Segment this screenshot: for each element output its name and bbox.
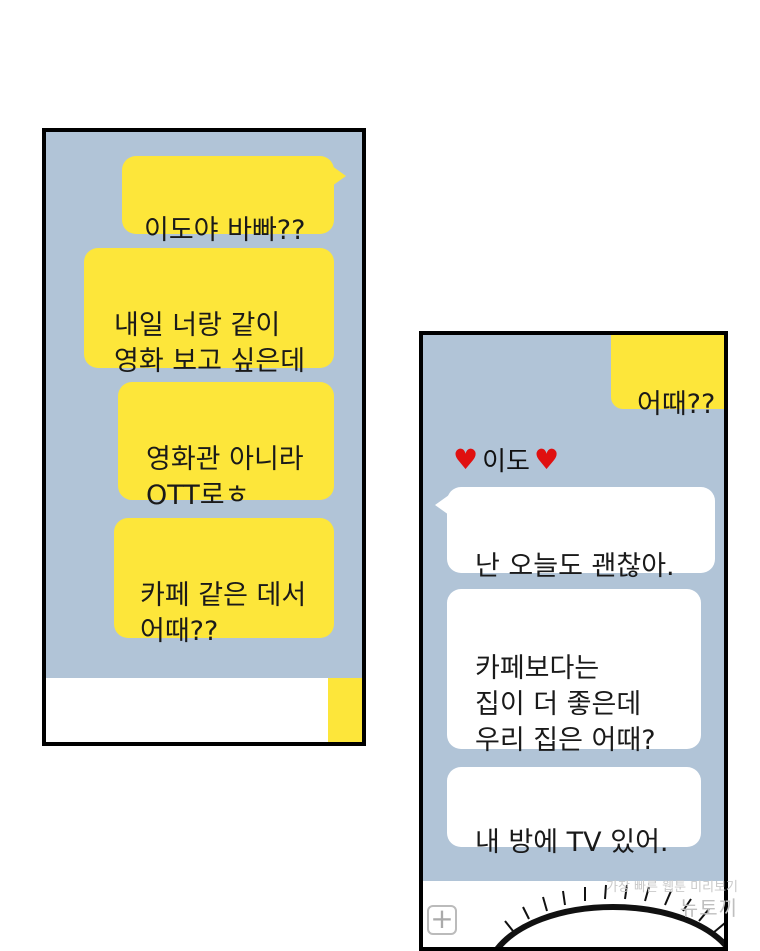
their-message-bubble: 내 방에 TV 있어. bbox=[447, 767, 701, 858]
message-text: 이도야 바빠?? bbox=[144, 215, 306, 246]
chat-panel-left: 이도야 바빠?? 내일 너랑 같이 영화 보고 싶은데 영화관 아니라 OTT로… bbox=[42, 128, 366, 746]
spiky-shape bbox=[495, 884, 724, 947]
my-message-bubble: 영화관 아니라 OTT로ㅎ bbox=[118, 382, 334, 511]
bubble-tail bbox=[435, 495, 449, 515]
message-input-bar[interactable] bbox=[46, 678, 362, 742]
watermark-line1: 가장 빠른 웹툰 미리보기 bbox=[606, 880, 738, 895]
message-text: 카페 같은 데서 어때?? bbox=[140, 580, 307, 647]
message-text: 카페보다는 집이 더 좋은데 우리 집은 어때? bbox=[475, 653, 656, 756]
heart-icon: ♥ bbox=[453, 443, 479, 476]
watermark-line2: 뉴토끼 bbox=[679, 896, 738, 920]
message-text: 난 오늘도 괜찮아. bbox=[475, 551, 675, 582]
my-message-bubble-cut: 어때?? bbox=[611, 335, 724, 420]
message-text: 내일 너랑 같이 영화 보고 싶은데 bbox=[114, 310, 306, 377]
their-message-bubble: 카페보다는 집이 더 좋은데 우리 집은 어때? bbox=[447, 589, 701, 756]
sender-label: 이도 bbox=[482, 447, 530, 477]
message-input-bar[interactable]: + bbox=[423, 881, 724, 947]
their-message-bubble: 난 오늘도 괜찮아. bbox=[447, 487, 715, 582]
plus-icon[interactable]: + bbox=[427, 905, 457, 935]
chat-panel-right: 어때?? ♥ 이도 ♥ 난 오늘도 괜찮아. 카페보다는 집이 더 좋은데 우리… bbox=[419, 331, 728, 951]
bubble-tail bbox=[332, 166, 346, 186]
message-text: 영화관 아니라 OTT로ㅎ bbox=[146, 444, 304, 511]
my-message-bubble: 카페 같은 데서 어때?? bbox=[114, 518, 334, 647]
send-button[interactable] bbox=[328, 678, 362, 742]
message-text: 내 방에 TV 있어. bbox=[475, 827, 669, 858]
my-message-bubble: 내일 너랑 같이 영화 보고 싶은데 bbox=[84, 248, 334, 377]
message-text: 어때?? bbox=[637, 389, 716, 420]
heart-icon: ♥ bbox=[533, 443, 560, 476]
sender-name: ♥ 이도 ♥ bbox=[453, 441, 559, 478]
watermark: 가장 빠른 웹툰 미리보기 뉴토끼 bbox=[606, 880, 738, 920]
my-message-bubble: 이도야 바빠?? bbox=[122, 156, 334, 246]
